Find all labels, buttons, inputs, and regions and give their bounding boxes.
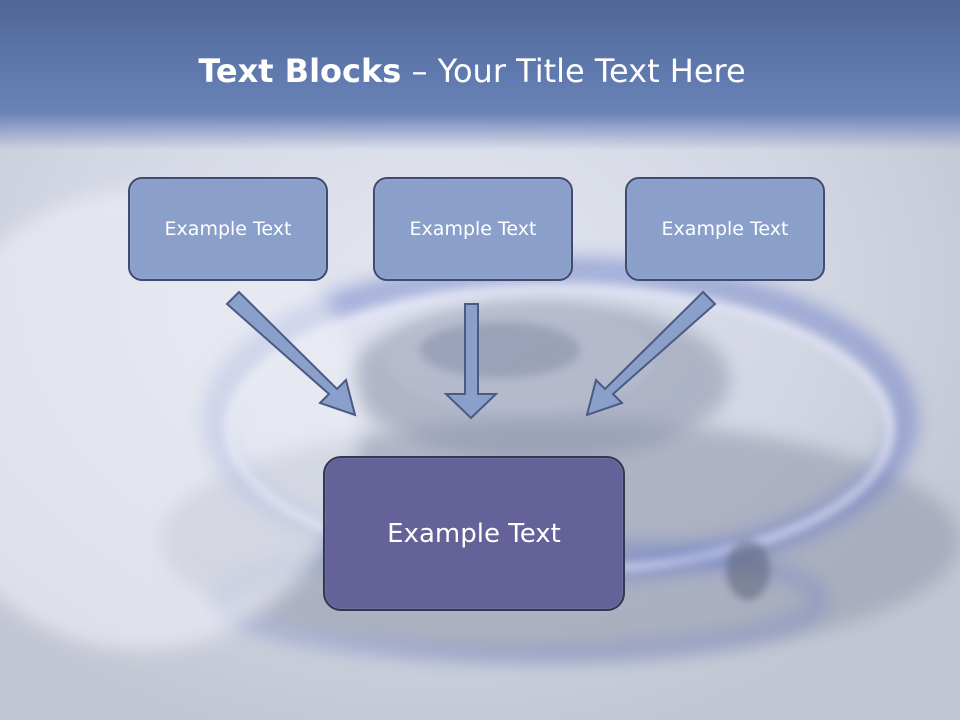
down-right-arrow-icon-shape [225, 290, 357, 417]
slide-title: Text Blocks – Your Title Text Here [0, 52, 944, 90]
down-left-arrow-icon [585, 290, 717, 417]
center-text-block[interactable]: Example Text [323, 456, 625, 611]
text-block-2[interactable]: Example Text [373, 177, 573, 281]
down-arrow-icon [443, 303, 499, 420]
title-rest: – Your Title Text Here [401, 52, 746, 90]
title-band [0, 0, 960, 150]
text-block-3[interactable]: Example Text [625, 177, 825, 281]
text-block-1[interactable]: Example Text [128, 177, 328, 281]
title-bold: Text Blocks [198, 52, 402, 90]
